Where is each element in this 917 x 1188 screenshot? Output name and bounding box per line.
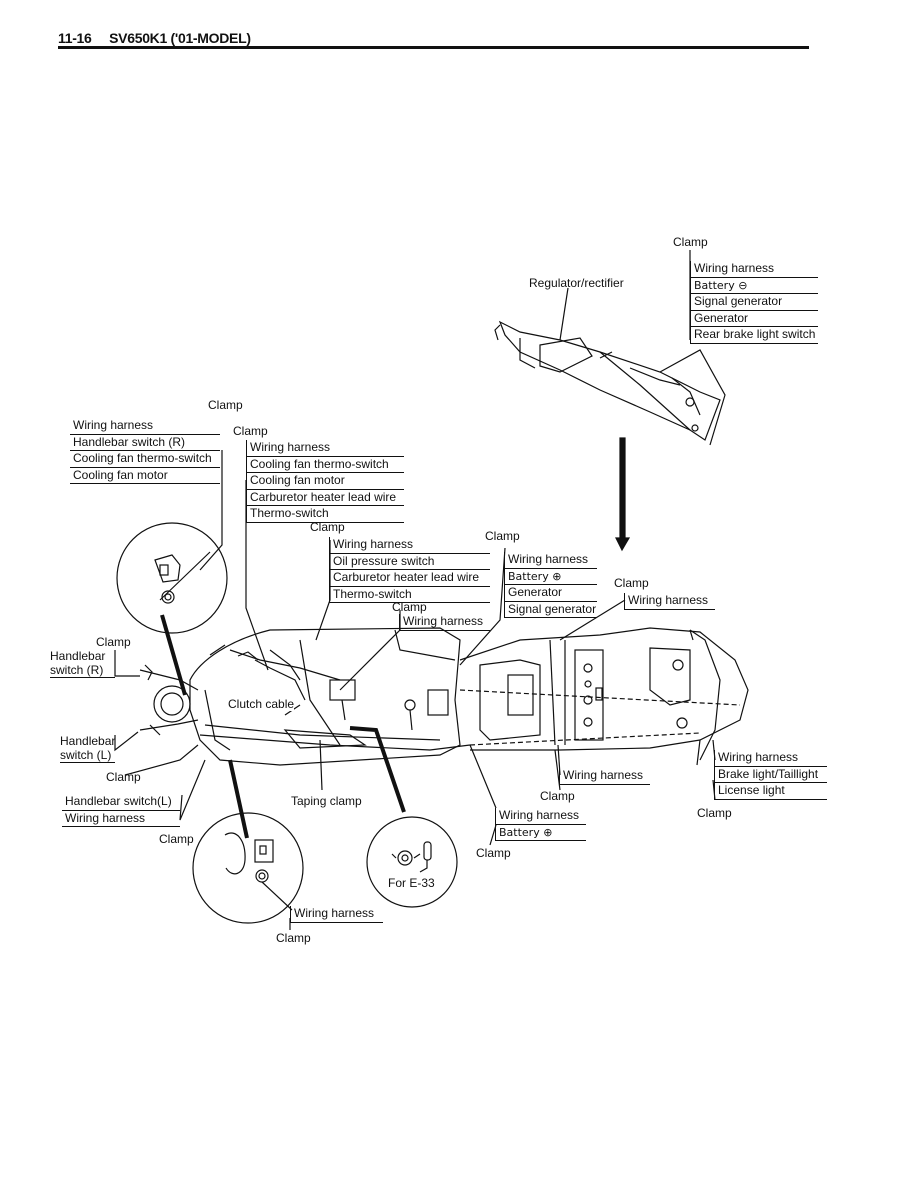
clamp-label: Clamp	[276, 931, 311, 945]
label-group-mid-1: Wiring harness Oil pressure switch Carbu…	[329, 537, 490, 603]
group-item: Wiring harness	[496, 808, 586, 825]
for-e33-label: For E-33	[388, 876, 435, 890]
group-item: Signal generator	[691, 294, 818, 311]
clamp-label: Clamp	[614, 576, 649, 590]
group-item: Cooling fan motor	[70, 468, 220, 484]
clamp-label: Clamp	[96, 635, 131, 649]
clamp-label: Clamp	[673, 235, 708, 249]
clamp-label: Clamp	[485, 529, 520, 543]
group-item: Generator	[505, 585, 597, 602]
group-item: Wiring harness	[560, 768, 650, 785]
group-item: Carburetor heater lead wire	[330, 570, 490, 587]
label-group-lower-center: Wiring harness	[559, 768, 650, 785]
regulator-label: Regulator/rectifier	[529, 276, 624, 290]
group-item: Wiring harness	[62, 811, 180, 827]
group-item: Signal generator	[505, 602, 597, 618]
group-item: Battery ⊖	[691, 278, 818, 294]
group-item: Cooling fan thermo-switch	[247, 457, 404, 473]
group-item: Wiring harness	[291, 906, 383, 923]
clamp-label: Clamp	[233, 424, 268, 438]
switch-r-label: switch (R)	[50, 663, 115, 678]
label-group-bottom: Wiring harness	[290, 906, 383, 923]
clamp-label: Clamp	[392, 600, 427, 614]
clamp-label: Clamp	[310, 520, 345, 534]
group-item: Handlebar switch(L)	[62, 794, 180, 811]
motorcycle-outline-icon	[139, 627, 749, 766]
label-group-mid-3: Wiring harness	[399, 614, 490, 631]
group-item: Oil pressure switch	[330, 554, 490, 570]
label-group-left-1: Wiring harness Handlebar switch (R) Cool…	[70, 418, 220, 484]
group-item: Battery ⊕	[496, 825, 586, 841]
group-item: Battery ⊕	[505, 569, 597, 585]
group-item: Wiring harness	[70, 418, 220, 435]
label-group-left-2: Wiring harness Cooling fan thermo-switch…	[246, 440, 404, 523]
label-group-rear-right: Wiring harness Brake light/Taillight Lic…	[714, 750, 827, 800]
clamp-label: Clamp	[208, 398, 243, 412]
page-header: 11-16 SV650K1 ('01-MODEL)	[58, 30, 265, 46]
label-group-mid-4: Wiring harness	[624, 593, 715, 610]
label-group-lower-left: Handlebar switch(L) Wiring harness	[62, 794, 180, 827]
group-item: License light	[715, 783, 827, 800]
group-item: Wiring harness	[625, 593, 715, 610]
group-item: Cooling fan motor	[247, 473, 404, 490]
group-item: Wiring harness	[691, 261, 818, 278]
group-item: Carburetor heater lead wire	[247, 490, 404, 506]
taping-clamp-label: Taping clamp	[291, 794, 362, 808]
label-group-mid-2: Wiring harness Battery ⊕ Generator Signa…	[504, 552, 597, 618]
handlebar-label: Handlebar	[60, 734, 116, 748]
handlebar-label: Handlebar	[50, 649, 106, 663]
clamp-label: Clamp	[106, 770, 141, 784]
group-item: Wiring harness	[330, 537, 490, 554]
group-item: Thermo-switch	[330, 587, 490, 603]
label-group-lower-battery: Wiring harness Battery ⊕	[495, 808, 586, 841]
clamp-label: Clamp	[476, 846, 511, 860]
group-item: Generator	[691, 311, 818, 327]
group-item: Thermo-switch	[247, 506, 404, 523]
rear-frame-drawing-icon	[494, 320, 726, 446]
switch-l-label: switch (L)	[60, 748, 115, 763]
clamp-label: Clamp	[697, 806, 732, 820]
model-name: SV650K1 ('01-MODEL)	[109, 30, 251, 46]
label-group-top-right: Wiring harness Battery ⊖ Signal generato…	[690, 261, 818, 344]
group-item: Wiring harness	[400, 614, 490, 631]
group-item: Cooling fan thermo-switch	[70, 451, 220, 468]
clutch-cable-label: Clutch cable	[228, 697, 295, 711]
page-number: 11-16	[58, 30, 92, 46]
group-item: Brake light/Taillight	[715, 767, 827, 783]
group-item: Rear brake light switch	[691, 327, 818, 344]
clamp-label: Clamp	[159, 832, 194, 846]
group-item: Wiring harness	[715, 750, 827, 767]
group-item: Wiring harness	[505, 552, 597, 569]
group-item: Wiring harness	[247, 440, 404, 457]
header-rule	[58, 46, 809, 49]
clamp-label: Clamp	[540, 789, 575, 803]
group-item: Handlebar switch (R)	[70, 435, 220, 451]
